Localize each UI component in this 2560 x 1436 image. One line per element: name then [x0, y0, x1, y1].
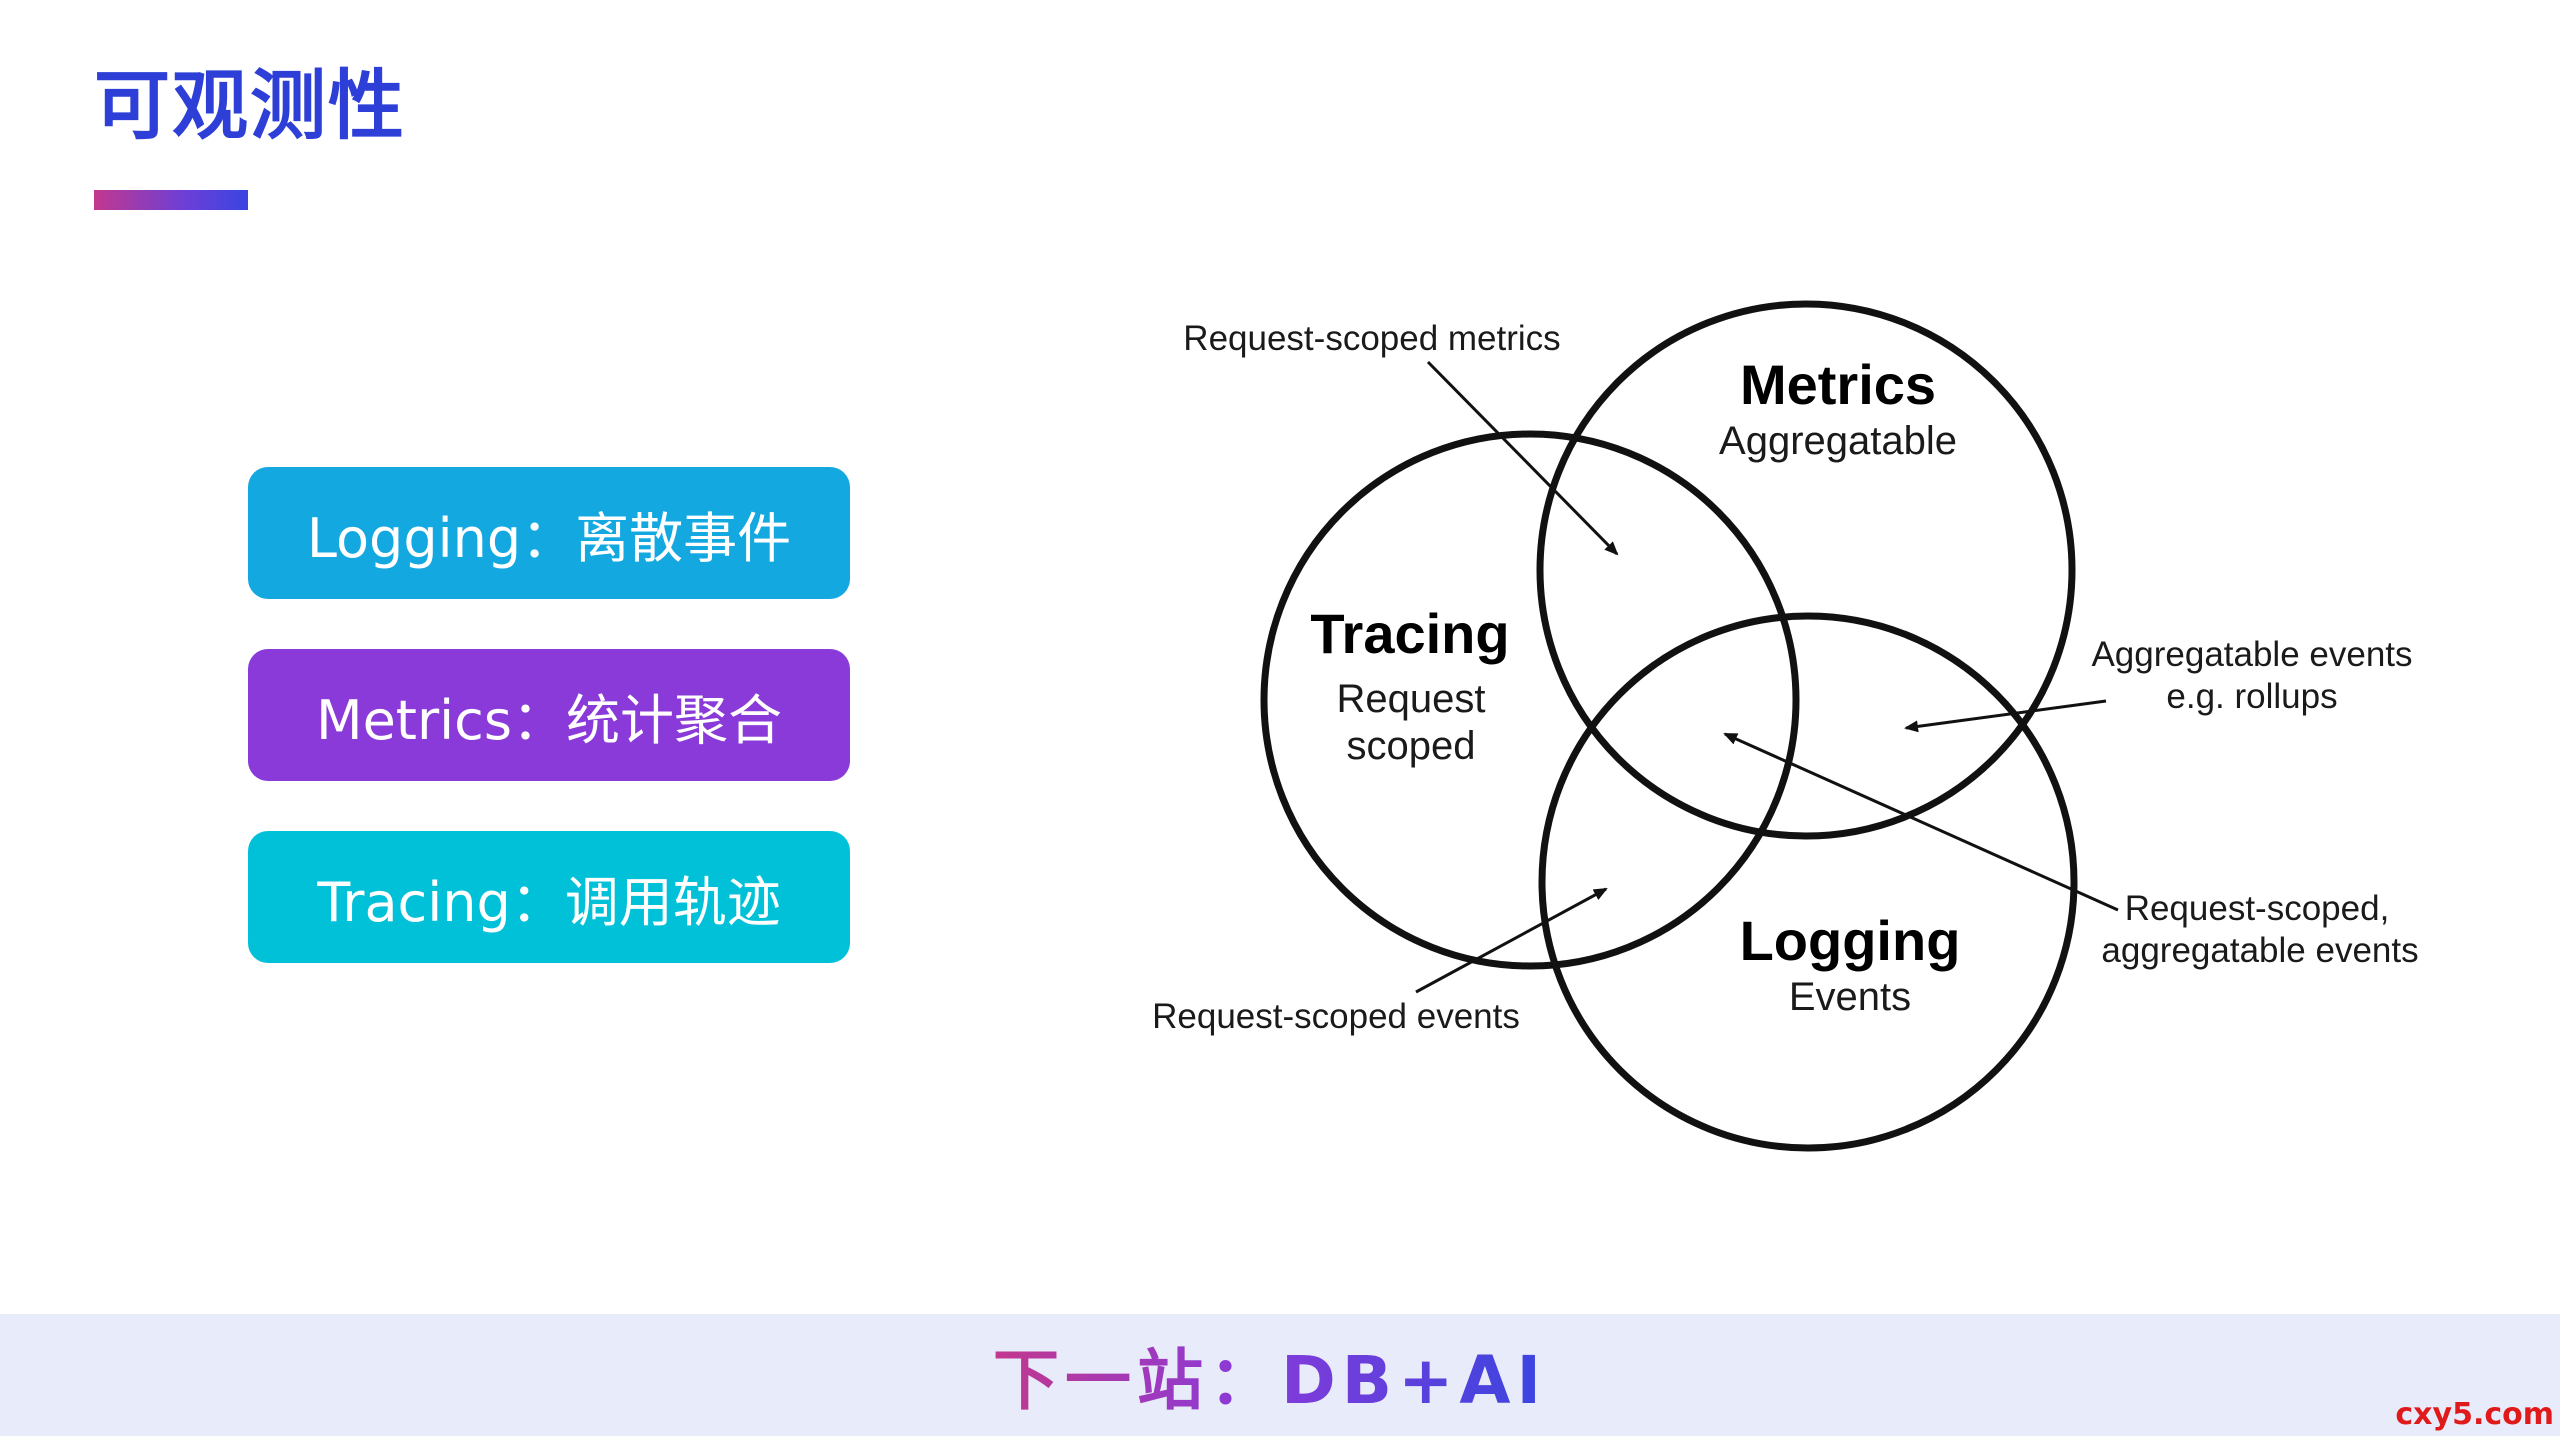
title-underline	[94, 190, 248, 210]
metrics-pill: Metrics：统计聚合	[248, 649, 850, 781]
annotation-request-scoped-aggregatable-line2: aggregatable events	[2101, 931, 2418, 970]
arrow-request-scoped-metrics	[1426, 360, 1619, 556]
annotation-aggregatable-events-line2: e.g. rollups	[2166, 677, 2337, 716]
watermark: cxy5.com	[2395, 1397, 2554, 1432]
annotation-request-scoped-metrics: Request-scoped metrics	[1183, 319, 1560, 358]
logging-title: Logging	[1740, 909, 1961, 972]
tracing-subtitle-line1: Request	[1337, 677, 1486, 721]
venn-diagram: Metrics Aggregatable Tracing Request sco…	[1100, 270, 2560, 1170]
tracing-subtitle-line2: scoped	[1347, 724, 1476, 768]
metrics-subtitle: Aggregatable	[1719, 419, 1957, 463]
logging-circle	[1538, 612, 2078, 1152]
logging-pill: Logging：离散事件	[248, 467, 850, 599]
arrow-request-scoped-aggregatable	[1723, 732, 2119, 912]
annotation-aggregatable-events-line1: Aggregatable events	[2091, 635, 2412, 674]
venn-diagram-svg: Metrics Aggregatable Tracing Request sco…	[1152, 300, 2419, 1152]
tracing-title: Tracing	[1310, 602, 1509, 665]
footer-bar: 下一站：DB+AI	[0, 1314, 2560, 1436]
arrow-request-scoped-events	[1415, 887, 1608, 994]
tracing-pill: Tracing：调用轨迹	[248, 831, 850, 963]
arrow-aggregatable-events	[1904, 699, 2107, 733]
annotation-request-scoped-aggregatable-line1: Request-scoped,	[2125, 889, 2390, 928]
metrics-title: Metrics	[1740, 353, 1936, 416]
tracing-circle	[1260, 430, 1800, 970]
logging-subtitle: Events	[1789, 975, 1911, 1019]
metrics-circle	[1536, 300, 2076, 840]
page-title: 可观测性	[94, 61, 406, 150]
footer-text: 下一站：DB+AI	[993, 1327, 1547, 1423]
annotation-request-scoped-events: Request-scoped events	[1152, 997, 1520, 1036]
